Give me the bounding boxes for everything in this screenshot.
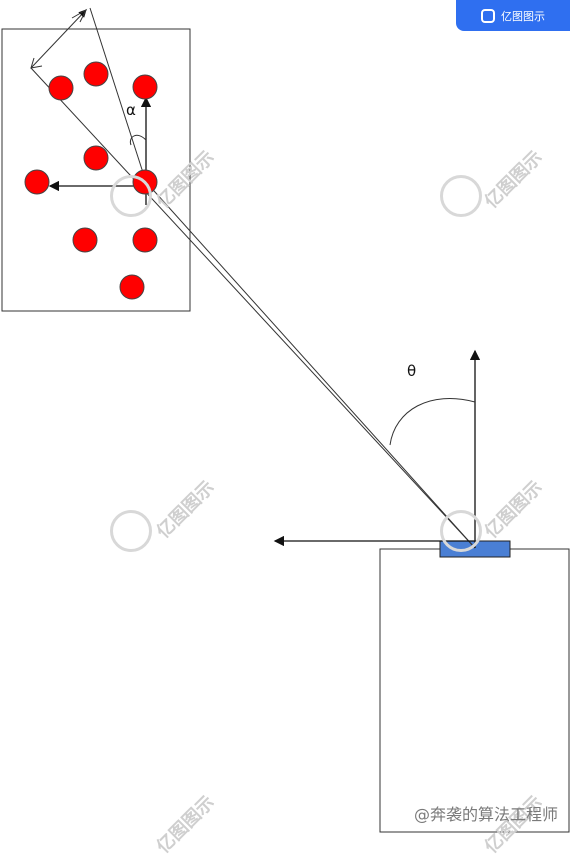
watermark-logo — [110, 175, 152, 217]
theta-label: θ — [407, 362, 416, 380]
target-point — [83, 145, 109, 171]
target-point — [132, 227, 158, 253]
app-badge-text: 亿图图示 — [501, 9, 545, 23]
watermark-logo — [440, 175, 482, 217]
target-point — [48, 75, 74, 101]
app-badge: 亿图图示 — [456, 0, 570, 31]
theta-arc — [389, 398, 476, 446]
radar-body-box — [379, 548, 570, 833]
line-to-target — [145, 181, 476, 549]
vector-left-diagonal — [30, 9, 87, 69]
target-point — [72, 227, 98, 253]
app-logo-icon — [481, 8, 495, 23]
watermark-logo — [110, 510, 152, 552]
alpha-label: α — [126, 101, 136, 119]
arrowhead-left — [30, 57, 43, 69]
arrowhead-top — [71, 8, 88, 23]
diagram-canvas: θ α — [1, 7, 570, 833]
author-credit: @奔袭的算法工程师 — [413, 805, 558, 824]
target-point — [24, 169, 50, 195]
line-of-sight — [30, 67, 476, 549]
target-region-box — [1, 28, 191, 312]
watermark-logo — [440, 510, 482, 552]
alpha-arc — [129, 134, 147, 146]
target-point — [83, 61, 109, 87]
vector-to-peak — [89, 7, 147, 183]
target-point — [119, 274, 145, 300]
target-point — [132, 74, 158, 100]
